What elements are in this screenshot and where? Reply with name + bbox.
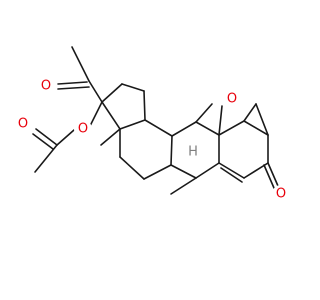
- bond: [195, 162, 220, 179]
- bond: [243, 103, 257, 122]
- bond: [218, 120, 245, 136]
- bond: [243, 120, 269, 136]
- bond: [57, 81, 88, 85]
- bond: [263, 164, 275, 189]
- bond: [101, 101, 121, 130]
- atom-o-epoxide: O: [223, 90, 241, 108]
- bond: [220, 167, 243, 183]
- bond: [144, 119, 173, 137]
- bond: [218, 105, 223, 136]
- molecule-structure: O O O O H O: [14, 46, 290, 203]
- atom-label: O: [276, 187, 286, 202]
- bond: [100, 128, 121, 146]
- bond: [101, 83, 123, 103]
- atom-label: O: [18, 117, 28, 132]
- bond: [56, 129, 75, 146]
- atom-label: H: [188, 145, 198, 160]
- bond: [255, 103, 269, 136]
- atom-label: O: [41, 79, 51, 94]
- bond: [170, 164, 197, 179]
- bond: [119, 156, 145, 180]
- bond: [143, 164, 172, 180]
- bond: [170, 135, 173, 166]
- bond: [121, 83, 145, 92]
- bond: [89, 101, 103, 127]
- bond: [71, 46, 90, 82]
- atom-o-acetyl-ketone: O: [37, 77, 55, 95]
- atom-label: O: [78, 122, 88, 137]
- bonds: [32, 46, 279, 195]
- bond: [218, 162, 245, 179]
- atom-o-enone: O: [272, 185, 290, 203]
- bond: [57, 86, 90, 90]
- bond: [195, 103, 213, 123]
- bond: [35, 128, 58, 146]
- bond: [170, 177, 197, 195]
- bond: [32, 133, 54, 150]
- bond: [143, 90, 146, 121]
- bond: [267, 162, 279, 187]
- atom-o-ester-carbonyl: O: [14, 115, 32, 133]
- bond: [119, 119, 146, 130]
- atom-o-ester: O: [74, 120, 92, 138]
- bond: [88, 80, 103, 103]
- bond: [171, 121, 197, 137]
- atom-label: O: [227, 92, 237, 107]
- atom-h-ring-junction: H: [185, 144, 201, 160]
- bond: [195, 121, 220, 136]
